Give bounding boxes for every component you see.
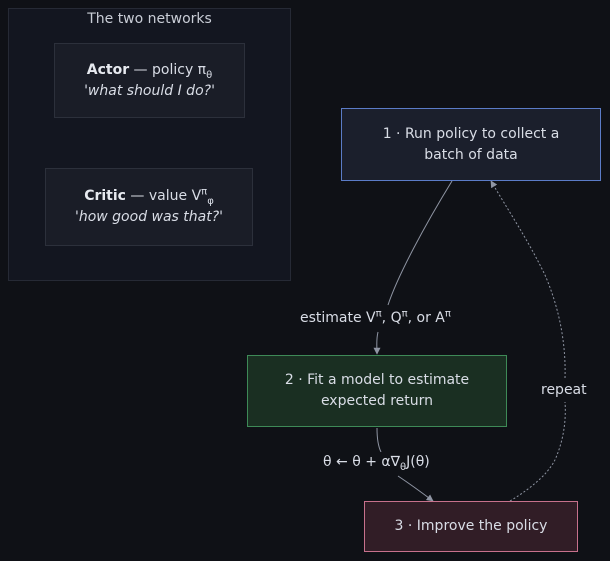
step3-node: 3 · Improve the policy xyxy=(364,501,578,552)
step1-line1: 1 · Run policy to collect a xyxy=(382,125,560,142)
actor-node: Actor — policy πθ 'what should I do?' xyxy=(54,43,245,118)
critic-node: Critic — value Vπφ 'how good was that?' xyxy=(45,168,253,246)
critic-name: Critic xyxy=(84,188,126,204)
critic-description: — value V xyxy=(125,188,202,204)
actor-question: 'what should I do?' xyxy=(84,82,215,99)
edge-label-update: θ ← θ + α∇θJ(θ) xyxy=(323,452,430,473)
actor-name: Actor xyxy=(86,61,130,78)
critic-phi-subscript: φ xyxy=(207,195,214,207)
actor-theta-subscript: θ xyxy=(206,69,213,81)
actor-description: — policy π xyxy=(129,61,207,78)
step1-line2: batch of data xyxy=(424,146,518,163)
step2-line2: expected return xyxy=(320,393,434,409)
edge-label-repeat: repeat xyxy=(541,380,587,400)
edge-step1-to-step2 xyxy=(377,180,453,354)
step2-node: 2 · Fit a model to estimate expected ret… xyxy=(247,355,507,427)
step2-line1: 2 · Fit a model to estimate xyxy=(284,372,470,388)
cluster-title: The two networks xyxy=(87,11,212,27)
critic-question: 'how good was that?' xyxy=(74,209,224,225)
edge-step3-to-step1 xyxy=(491,181,566,502)
step1-node: 1 · Run policy to collect a batch of dat… xyxy=(341,108,601,181)
critic-pi-superscript: π xyxy=(201,186,208,198)
actor-heading: Actor — policy πθ xyxy=(87,60,212,81)
step3-line1: 3 · Improve the policy xyxy=(394,518,548,534)
edge-label-estimate: estimate Vπ, Qπ, or Aπ xyxy=(300,308,451,328)
edge-step2-to-step3 xyxy=(376,427,433,501)
critic-heading: Critic — value Vπφ xyxy=(84,186,214,207)
